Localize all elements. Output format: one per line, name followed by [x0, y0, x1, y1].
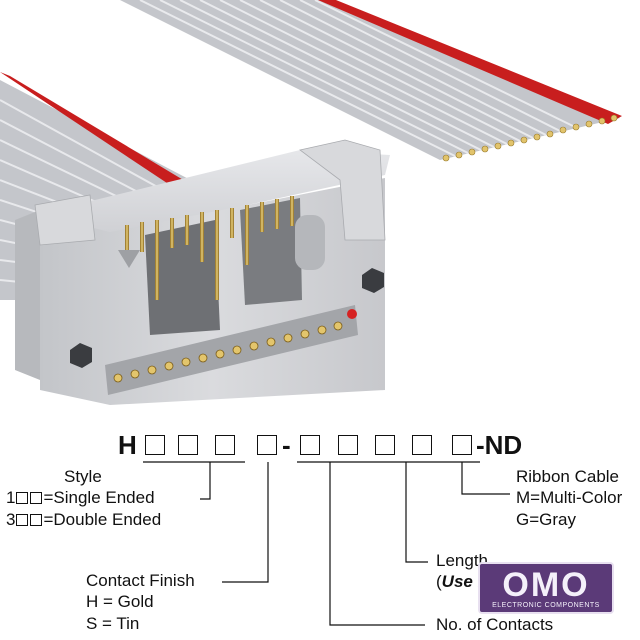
ribbon-line-1: M=Multi-Color	[516, 488, 623, 508]
contacts-callout: No. of Contacts	[436, 615, 554, 634]
ribbon-title: Ribbon Cable	[516, 467, 620, 486]
watermark-subtext: ELECTRONIC COMPONENTS	[492, 602, 600, 609]
code-box-7	[375, 435, 395, 455]
contacts-leader	[329, 462, 425, 626]
code-box-2	[178, 435, 198, 455]
length-leader	[405, 462, 428, 563]
code-dash: -	[282, 430, 291, 460]
code-box-3	[215, 435, 235, 455]
style-line-2: 3=Double Ended	[6, 509, 162, 529]
code-box-6	[338, 435, 358, 455]
code-box-5	[300, 435, 320, 455]
ribbon-line-2: G=Gray	[516, 509, 576, 529]
code-suffix: -ND	[476, 430, 523, 460]
code-box-4	[257, 435, 277, 455]
watermark-logo-text: OMO	[502, 566, 590, 604]
style-title: Style	[64, 467, 102, 486]
placeholder-box-icon	[30, 492, 43, 505]
finish-leader	[222, 462, 269, 583]
back-ribbon-cable	[120, 0, 622, 162]
style-callout: Style 1=Single Ended 3=Double Ended	[6, 466, 161, 530]
omo-watermark-logo: OMO ELECTRONIC COMPONENTS	[478, 562, 614, 614]
code-box-8	[412, 435, 432, 455]
style-leader	[200, 462, 211, 500]
length-title: Length	[436, 551, 488, 570]
code-box-9	[452, 435, 472, 455]
contact-finish-callout: Contact Finish H = Gold S = Tin	[86, 570, 195, 634]
ribbon-cable-callout: Ribbon Cable M=Multi-Color G=Gray	[516, 466, 622, 530]
idc-connector-housing	[15, 139, 390, 405]
placeholder-box-icon	[30, 513, 43, 526]
ribbon-cable-connector-image	[0, 0, 622, 405]
code-prefix: H	[118, 430, 137, 460]
code-box-1	[145, 435, 165, 455]
contact-finish-line-1: H = Gold	[86, 592, 154, 612]
placeholder-box-icon	[16, 492, 29, 505]
style-line-1: 1=Single Ended	[6, 488, 155, 508]
ribbon-leader	[461, 462, 510, 495]
contact-finish-title: Contact Finish	[86, 571, 195, 590]
placeholder-box-icon	[16, 513, 29, 526]
contact-finish-line-2: S = Tin	[86, 613, 140, 633]
